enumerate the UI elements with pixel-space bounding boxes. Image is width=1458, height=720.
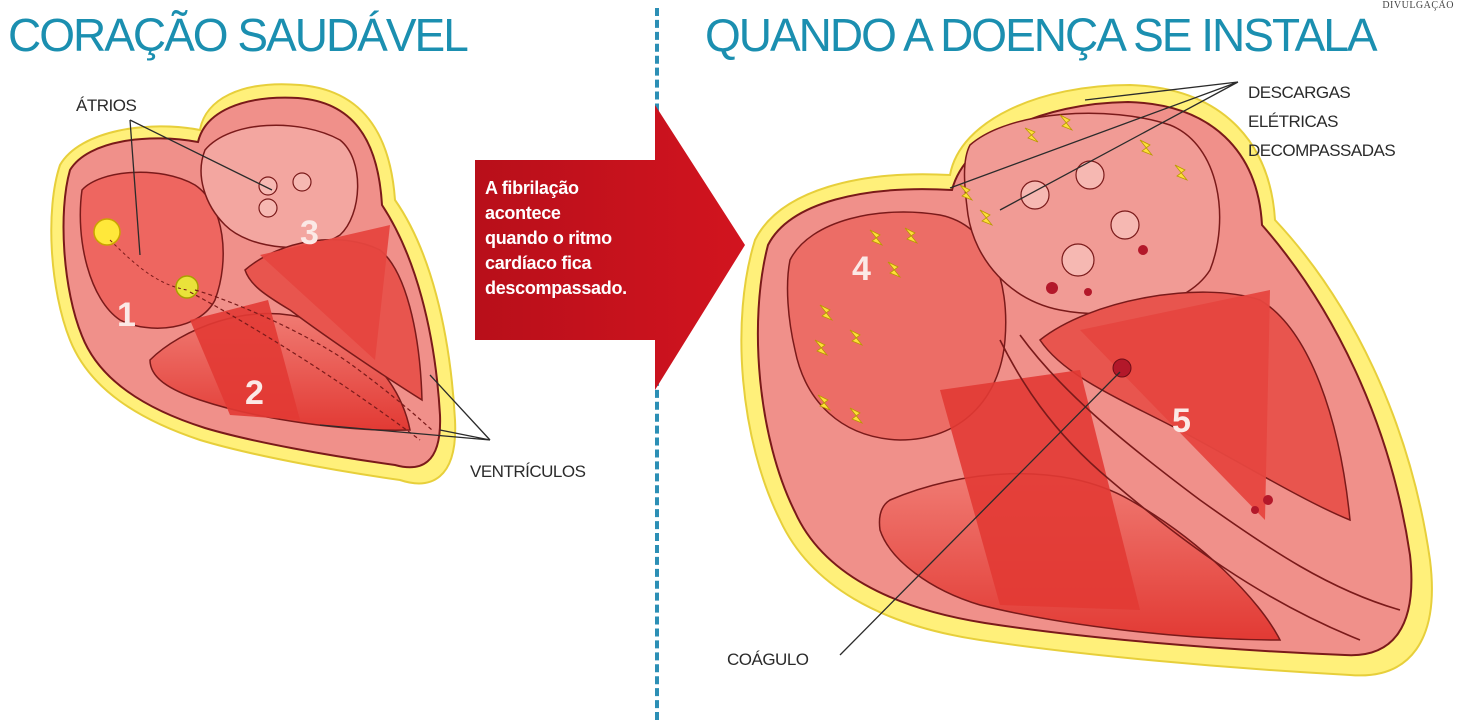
marker-number-2: 2 — [245, 374, 264, 412]
marker-number-1: 1 — [117, 296, 136, 334]
explanation-line: acontece — [485, 203, 561, 223]
discharges-label-line: DESCARGAS — [1248, 83, 1351, 102]
ventricles-label: VENTRÍCULOS — [470, 462, 586, 481]
discharges-label-line: DECOMPASSADAS — [1248, 141, 1396, 160]
marker-number-4: 4 — [852, 250, 871, 288]
diseased-flow-arrow-right — [940, 370, 1140, 610]
explanation-line: quando o ritmo — [485, 228, 612, 248]
clot — [1112, 358, 1132, 378]
explanation-line: cardíaco fica — [485, 253, 592, 273]
healthy-heart-title: CORAÇÃO SAUDÁVEL — [8, 9, 469, 61]
transition-arrow — [475, 105, 745, 390]
atria-label: ÁTRIOS — [76, 96, 137, 115]
diseased-flow-arrow-left — [1080, 290, 1270, 520]
healthy-heart — [50, 83, 491, 485]
diseased-heart — [740, 81, 1433, 677]
marker-number-3: 3 — [300, 214, 319, 252]
photo-credit: DIVULGAÇÃO — [1382, 0, 1454, 11]
atrioventricular-node — [175, 275, 199, 299]
healthy-flow-arrow-3 — [260, 225, 390, 360]
clot-label: COÁGULO — [727, 650, 809, 669]
healthy-left-atrium — [200, 124, 359, 249]
explanation-line: A fibrilação — [485, 178, 579, 198]
disease-heart-title: QUANDO A DOENÇA SE INSTALA — [705, 9, 1378, 61]
discharges-label: DESCARGAS ELÉTRICAS DECOMPASSADAS — [1248, 78, 1396, 165]
marker-number-5: 5 — [1172, 402, 1191, 440]
explanation-line: descompassado. — [485, 278, 627, 298]
fibrillation-explanation: A fibrilação acontece quando o ritmo car… — [485, 176, 627, 301]
healthy-flow-arrow-2 — [190, 300, 300, 420]
sinoatrial-node — [93, 218, 121, 246]
discharges-label-line: ELÉTRICAS — [1248, 112, 1338, 131]
electric-discharges — [814, 114, 1189, 424]
